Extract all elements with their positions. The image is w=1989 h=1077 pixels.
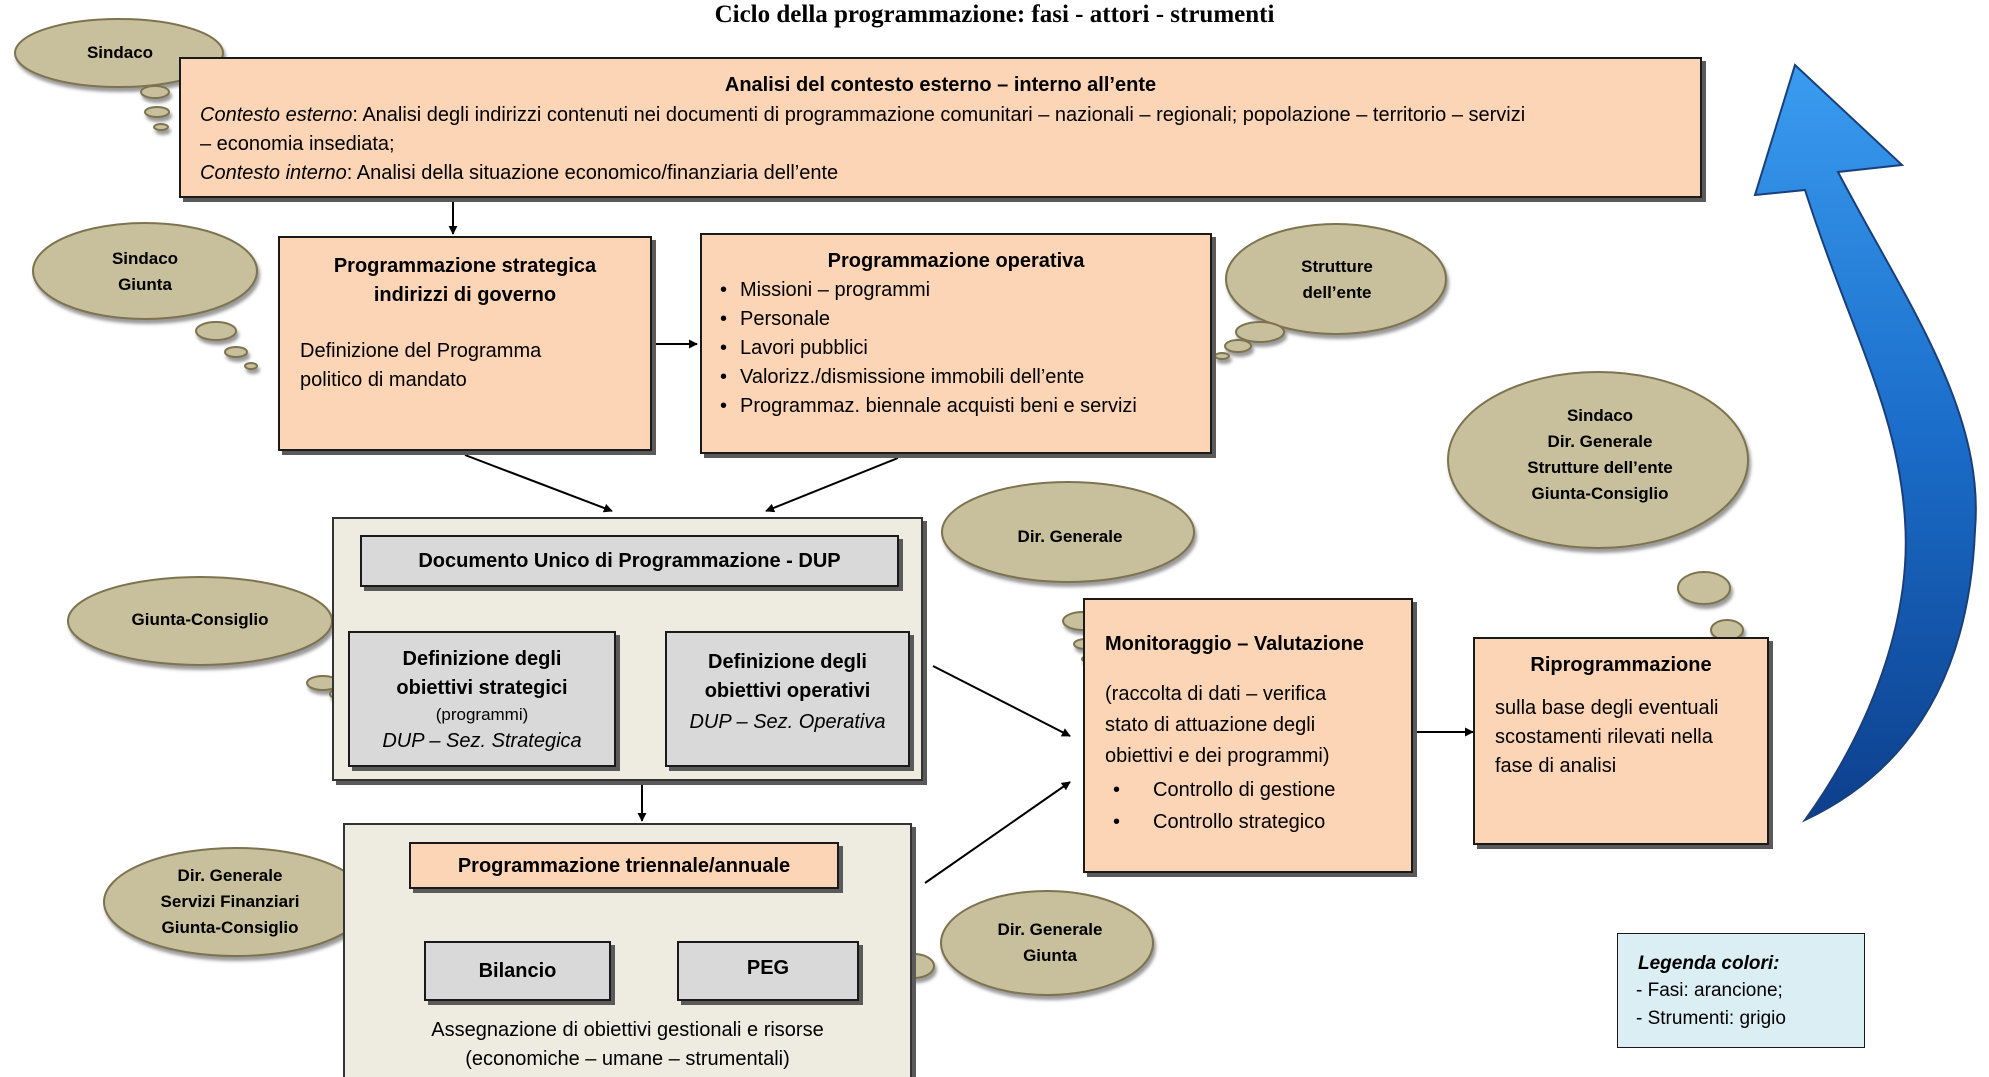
triennale-title: Programmazione triennale/annuale — [457, 855, 791, 877]
legend-title: Legenda colori: — [1638, 953, 1780, 974]
dup-strategica-box: Definizione degli obiettivi strategici (… — [348, 631, 616, 767]
cloud-label-dir-servizi: Dir. Generale Servizi Finanziari Giunta-… — [160, 866, 300, 937]
legend-box: Legenda colori: - Fasi: arancione; - Str… — [1617, 933, 1865, 1048]
dup-operativa-text: Definizione degli obiettivi operativi DU… — [689, 651, 886, 733]
riprogrammazione-title: Riprogrammazione — [1530, 654, 1712, 676]
monitoraggio-box: Monitoraggio – Valutazione (raccolta di … — [1083, 598, 1413, 873]
cloud-label-giunta-consiglio: Giunta-Consiglio — [131, 610, 269, 629]
cloud-label-sindaco-top: Sindaco — [86, 43, 154, 62]
cloud-giunta-consiglio — [67, 576, 355, 703]
dup-strategica-text: Definizione degli obiettivi strategici (… — [382, 648, 582, 752]
monitoraggio-item: Controllo di gestione — [1105, 774, 1405, 806]
operativa-item: Valorizz./dismissione immobili dell’ente — [718, 363, 1203, 392]
monitoraggio-list: Controllo di gestione Controllo strategi… — [1105, 774, 1405, 838]
arrow-triennale-to-monitoraggio — [924, 781, 1071, 884]
peg-box: PEG — [677, 941, 859, 1001]
legend-item-fasi: - Fasi: arancione; — [1636, 980, 1783, 1001]
bilancio-box: Bilancio — [424, 941, 611, 1001]
operativa-box: Programmazione operativa Missioni – prog… — [700, 233, 1212, 454]
riprogrammazione-box: Riprogrammazione sulla base degli eventu… — [1473, 637, 1769, 845]
dup-title-box: Documento Unico di Programmazione - DUP — [360, 535, 899, 587]
monitoraggio-text: (raccolta di dati – verifica stato di at… — [1105, 683, 1330, 767]
triennale-text: Assegnazione di obiettivi gestionali e r… — [431, 1019, 824, 1070]
cloud-sindaco-top — [14, 18, 224, 131]
operativa-list: Missioni – programmi Personale Lavori pu… — [718, 276, 1203, 421]
operativa-item: Programmaz. biennale acquisti beni e ser… — [718, 392, 1203, 421]
analisi-title: Analisi del contesto esterno – interno a… — [724, 74, 1157, 96]
monitoraggio-title: Monitoraggio – Valutazione — [1105, 633, 1364, 655]
cloud-riprogrammazione-actors — [1447, 371, 1757, 668]
operativa-item: Missioni – programmi — [718, 276, 1203, 305]
arrow-dup-to-monitoraggio — [932, 665, 1071, 737]
operativa-item: Personale — [718, 305, 1203, 334]
dup-title: Documento Unico di Programmazione - DUP — [418, 550, 841, 572]
peg-label: PEG — [746, 957, 790, 979]
dup-operativa-box: Definizione degli obiettivi operativi DU… — [665, 631, 910, 767]
cloud-label-riprogrammazione-actors: Sindaco Dir. Generale Strutture dell’ent… — [1527, 406, 1673, 503]
legend-items: - Fasi: arancione; - Strumenti: grigio — [1636, 977, 1786, 1033]
operativa-title: Programmazione operativa — [827, 250, 1085, 272]
arrow-strategica-to-dup — [464, 454, 613, 513]
cycle-arrow — [1753, 63, 1977, 821]
operativa-item: Lavori pubblici — [718, 334, 1203, 363]
legend-item-strumenti: - Strumenti: grigio — [1636, 1008, 1786, 1029]
triennale-title-box: Programmazione triennale/annuale — [409, 842, 839, 889]
bilancio-label: Bilancio — [478, 960, 557, 982]
analisi-esterno: Contesto esterno: Analisi degli indirizz… — [200, 104, 1526, 184]
cloud-sindaco-giunta — [32, 222, 258, 370]
analisi-box: Analisi del contesto esterno – interno a… — [179, 57, 1702, 198]
cloud-strutture — [1214, 223, 1447, 360]
arrow-operativa-to-dup — [765, 457, 899, 513]
page-title: Ciclo della programmazione: fasi - attor… — [714, 1, 1275, 28]
monitoraggio-item: Controllo strategico — [1105, 806, 1405, 838]
riprogrammazione-text: sulla base degli eventuali scostamenti r… — [1495, 697, 1719, 777]
cloud-label-dir-generale: Dir. Generale — [1017, 527, 1123, 546]
